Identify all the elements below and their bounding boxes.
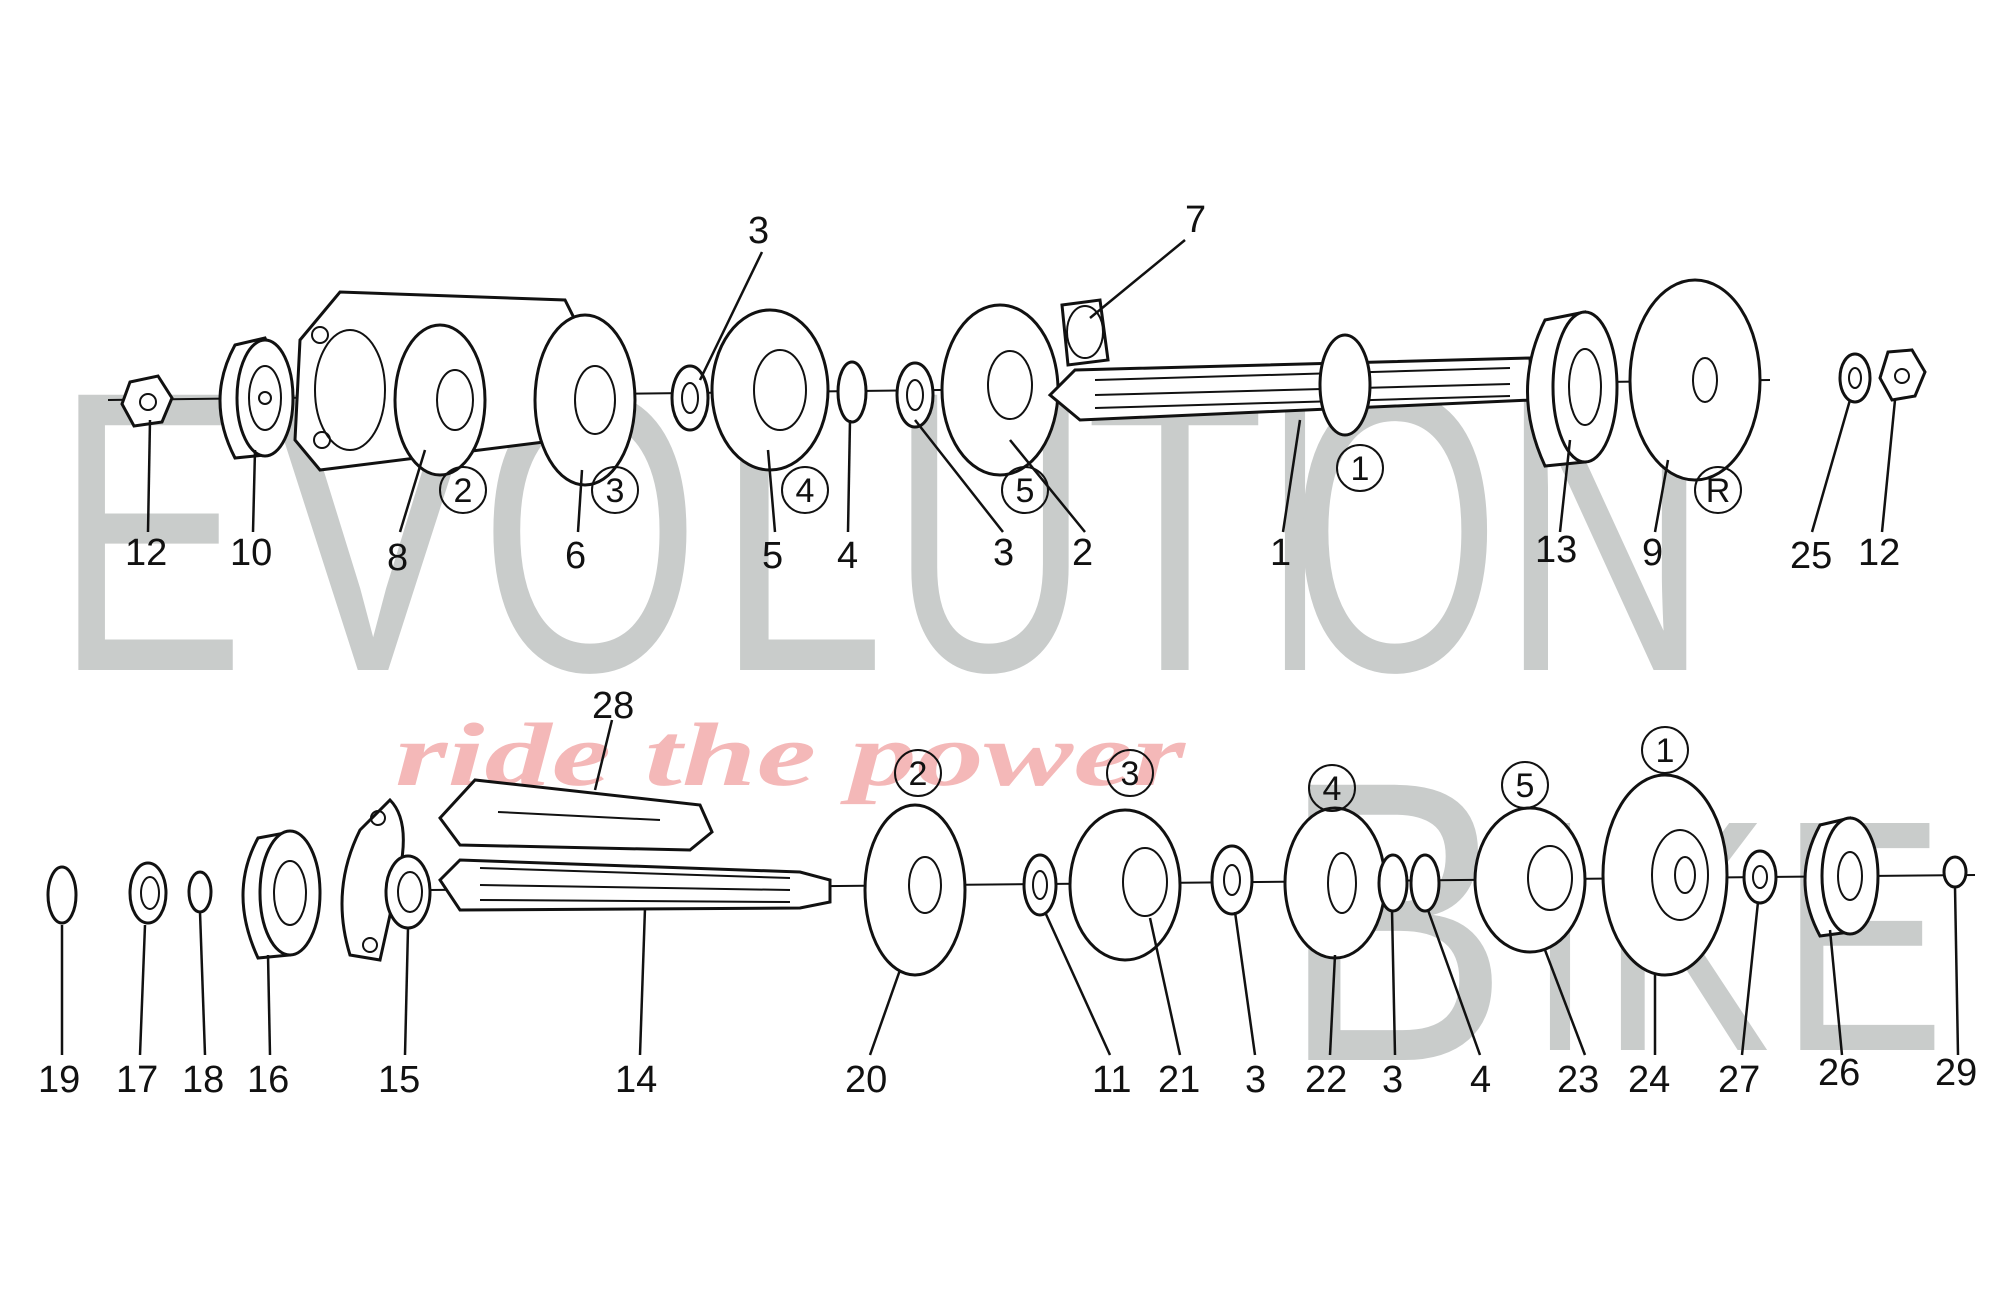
gear-marker: 3 — [1121, 755, 1140, 793]
part-number-label: 14 — [615, 1059, 657, 1101]
washer-icon — [1022, 853, 1058, 917]
bearing-icon — [1803, 816, 1880, 938]
part-number-label: 17 — [116, 1059, 158, 1101]
bottom-shaft-assembly — [46, 773, 1976, 977]
bearing-icon — [218, 336, 295, 460]
bottom-gear-markers: 2 3 4 5 1 — [894, 726, 1689, 812]
part-number-label: 11 — [1092, 1059, 1131, 1101]
part-number-label: 29 — [1935, 1052, 1977, 1094]
gear-icon — [710, 308, 830, 472]
needle-bearing-icon — [1060, 298, 1110, 367]
part-number-label: 20 — [845, 1059, 887, 1101]
gear-marker: 2 — [454, 472, 473, 510]
gear-marker: 4 — [1323, 770, 1342, 808]
ring-nut-icon — [128, 861, 168, 925]
part-number-label: 9 — [1642, 532, 1663, 574]
part-number-label: 25 — [1790, 535, 1832, 577]
gear-icon — [393, 323, 487, 477]
part-number-label: 4 — [837, 535, 858, 577]
gear-marker: 1 — [1351, 450, 1370, 488]
washer-icon — [1377, 853, 1409, 913]
part-number-label: 27 — [1718, 1059, 1760, 1101]
part-number-label: 3 — [748, 210, 769, 252]
part-number-label: 2 — [1072, 532, 1093, 574]
gear-icon — [1473, 806, 1587, 954]
top-shaft-assembly — [107, 278, 1927, 487]
housing-plate-icon — [340, 797, 405, 962]
nut-icon — [1878, 348, 1927, 402]
top-gear-markers: 2 3 4 5 1 R — [439, 444, 1742, 514]
main-shaft-icon — [1047, 333, 1534, 437]
washer-icon — [1838, 352, 1872, 404]
part-number-label: 8 — [387, 537, 408, 579]
part-number-label: 4 — [1470, 1059, 1491, 1101]
washer-icon — [1210, 844, 1254, 916]
bottom-callouts: 19 17 18 16 15 14 20 11 21 3 22 3 4 23 2… — [38, 685, 1977, 1101]
shift-drum-icon — [438, 778, 714, 852]
gear-icon — [940, 303, 1060, 477]
part-number-label: 22 — [1305, 1059, 1347, 1101]
clip-icon — [1942, 855, 1968, 889]
part-number-label: 6 — [565, 535, 586, 577]
washer-icon — [1742, 849, 1778, 905]
bearing-icon — [241, 829, 322, 960]
washer-icon — [670, 364, 710, 432]
circlip-icon — [836, 360, 868, 424]
circlip-icon — [46, 865, 78, 925]
part-number-label: 10 — [230, 532, 272, 574]
part-number-label: 13 — [1535, 529, 1577, 571]
part-number-label: 16 — [247, 1059, 289, 1101]
gear-marker: 1 — [1656, 732, 1675, 770]
gear-icon — [863, 803, 967, 977]
part-number-label: 3 — [1245, 1059, 1266, 1101]
part-number-label: 26 — [1818, 1052, 1860, 1094]
part-number-label: 15 — [378, 1059, 420, 1101]
bearing-icon — [384, 854, 432, 930]
gear-marker: 2 — [909, 755, 928, 793]
part-number-label: 21 — [1158, 1059, 1200, 1101]
part-number-label: 5 — [762, 535, 783, 577]
part-number-label: 12 — [1858, 532, 1900, 574]
part-number-label: 3 — [993, 532, 1014, 574]
watermark-letter: E — [1780, 751, 1945, 1120]
layshaft-icon — [438, 858, 832, 912]
gear-icon — [1283, 806, 1387, 960]
gear-icon — [1601, 773, 1729, 977]
part-number-label: 7 — [1185, 199, 1206, 241]
part-number-label: 1 — [1270, 532, 1291, 574]
gear-icon — [1068, 808, 1182, 962]
part-number-label: 3 — [1382, 1059, 1403, 1101]
washer-icon — [895, 361, 935, 429]
gear-marker: R — [1706, 472, 1731, 510]
part-number-label: 24 — [1628, 1059, 1670, 1101]
gear-marker: 3 — [606, 472, 625, 510]
ring-icon — [187, 870, 213, 914]
part-number-label: 19 — [38, 1059, 80, 1101]
gear-marker: 5 — [1016, 472, 1035, 510]
part-number-label: 28 — [592, 685, 634, 727]
gear-marker: 4 — [796, 472, 815, 510]
part-number-label: 12 — [125, 532, 167, 574]
top-callouts: 12 10 8 6 5 4 3 2 1 13 9 25 12 3 7 — [125, 199, 1900, 579]
nut-icon — [120, 374, 174, 428]
bearing-icon — [1526, 310, 1619, 468]
gear-icon — [1628, 278, 1762, 482]
part-number-label: 18 — [182, 1059, 224, 1101]
part-number-label: 23 — [1557, 1059, 1599, 1101]
gear-icon — [533, 313, 637, 487]
gear-marker: 5 — [1516, 767, 1535, 805]
circlip-icon — [1409, 853, 1441, 913]
